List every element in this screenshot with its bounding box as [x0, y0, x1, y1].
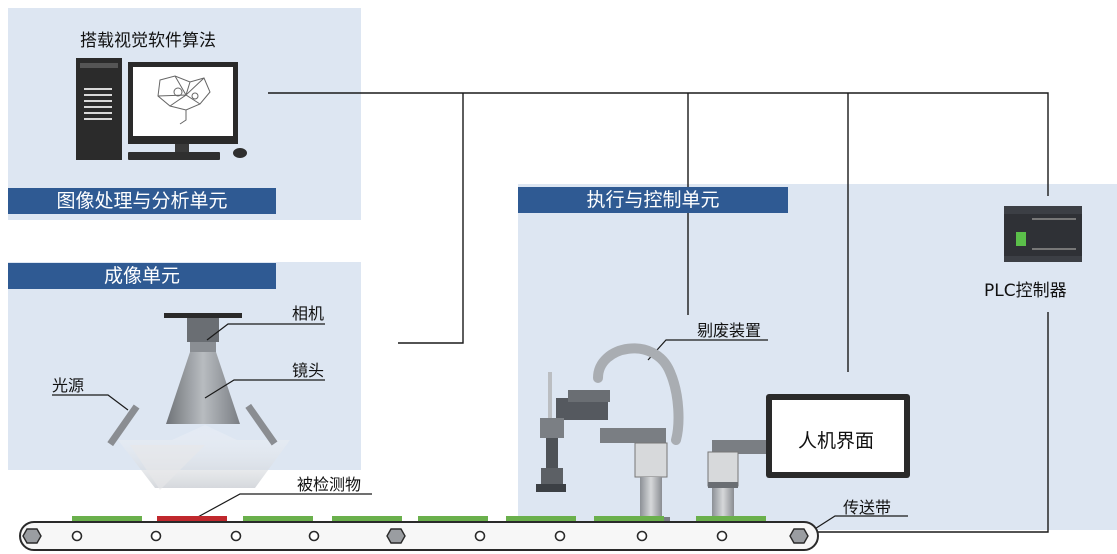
good-item — [594, 516, 664, 521]
computer-tower-icon — [76, 58, 122, 160]
good-item — [696, 516, 766, 521]
defect-item — [157, 516, 227, 521]
hmi-label: 人机界面 — [798, 430, 875, 452]
inspected-items — [72, 516, 766, 521]
mouse-icon — [233, 148, 247, 158]
light-source-icon — [107, 403, 278, 447]
plc-icon — [1004, 206, 1082, 262]
good-item — [418, 516, 488, 521]
camera-label: 相机 — [292, 304, 325, 323]
inspected-object-label: 被检测物 — [297, 475, 362, 494]
good-item — [506, 516, 576, 521]
keyboard-icon — [128, 152, 220, 160]
conveyor-belt — [19, 521, 819, 551]
monitor-icon — [128, 62, 238, 152]
imaging-title: 成像单元 — [8, 263, 276, 289]
lens-label: 镜头 — [292, 361, 325, 380]
conveyor-label: 传送带 — [843, 498, 892, 517]
plc-label: PLC控制器 — [984, 281, 1067, 301]
signal-wires — [268, 92, 1049, 533]
light-source-label: 光源 — [52, 376, 85, 395]
hmi-screen-icon — [766, 394, 910, 478]
robot-arm-icon — [536, 343, 684, 523]
good-item — [332, 516, 402, 521]
good-item — [243, 516, 313, 521]
good-item — [72, 516, 142, 521]
reject-device-label: 剔废装置 — [697, 321, 762, 340]
processing-title: 图像处理与分析单元 — [8, 188, 276, 214]
execution-title: 执行与控制单元 — [518, 187, 788, 213]
camera-icon — [164, 313, 242, 424]
software-caption: 搭载视觉软件算法 — [80, 31, 216, 51]
